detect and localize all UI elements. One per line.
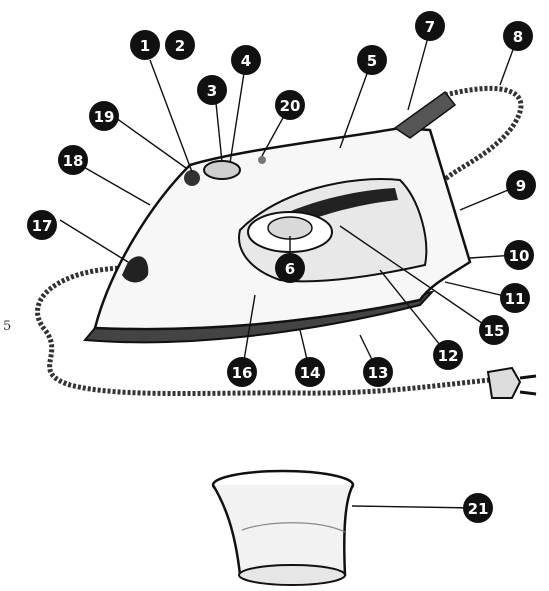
callout-20: 20 [275,90,305,120]
callout-number: 14 [300,364,321,382]
callout-10: 10 [504,240,534,270]
callout-number: 13 [368,364,389,382]
callout-number: 1 [140,37,150,55]
spray-button [268,217,312,239]
callout-11: 11 [500,283,530,313]
steam-burst-button [184,170,200,186]
indicator-light [258,156,266,164]
callout-number: 15 [484,322,505,340]
callout-number: 3 [207,82,217,100]
callout-number: 17 [32,217,53,235]
callout-21: 21 [463,493,493,523]
callout-number: 12 [438,347,459,365]
callout-2: 2 [165,30,195,60]
measuring-cup [213,471,353,585]
callout-number: 8 [513,28,523,46]
callout-number: 19 [94,108,115,126]
callout-14: 14 [295,357,325,387]
callout-1: 1 [130,30,160,60]
callout-number: 11 [505,290,526,308]
callout-3: 3 [197,75,227,105]
callout-number: 9 [516,177,526,195]
callout-8: 8 [503,21,533,51]
stray-mark: 5 [3,319,11,334]
callout-number: 18 [63,152,84,170]
callout-9: 9 [506,170,536,200]
callout-number: 7 [425,18,435,36]
callout-12: 12 [433,340,463,370]
callout-6: 6 [275,253,305,283]
callout-19: 19 [89,101,119,131]
power-plug [488,368,536,398]
callout-7: 7 [415,11,445,41]
callout-number: 16 [232,364,253,382]
callout-4: 4 [231,45,261,75]
callout-number: 10 [509,247,530,265]
temperature-dial [204,161,240,179]
callout-number: 4 [241,52,251,70]
callout-number: 21 [468,500,489,518]
callout-number: 2 [175,37,185,55]
callout-16: 16 [227,357,257,387]
callout-13: 13 [363,357,393,387]
callout-5: 5 [357,45,387,75]
callout-17: 17 [27,210,57,240]
callout-number: 5 [367,52,377,70]
callout-18: 18 [58,145,88,175]
callout-15: 15 [479,315,509,345]
callout-number: 6 [285,260,295,278]
callout-number: 20 [280,97,301,115]
